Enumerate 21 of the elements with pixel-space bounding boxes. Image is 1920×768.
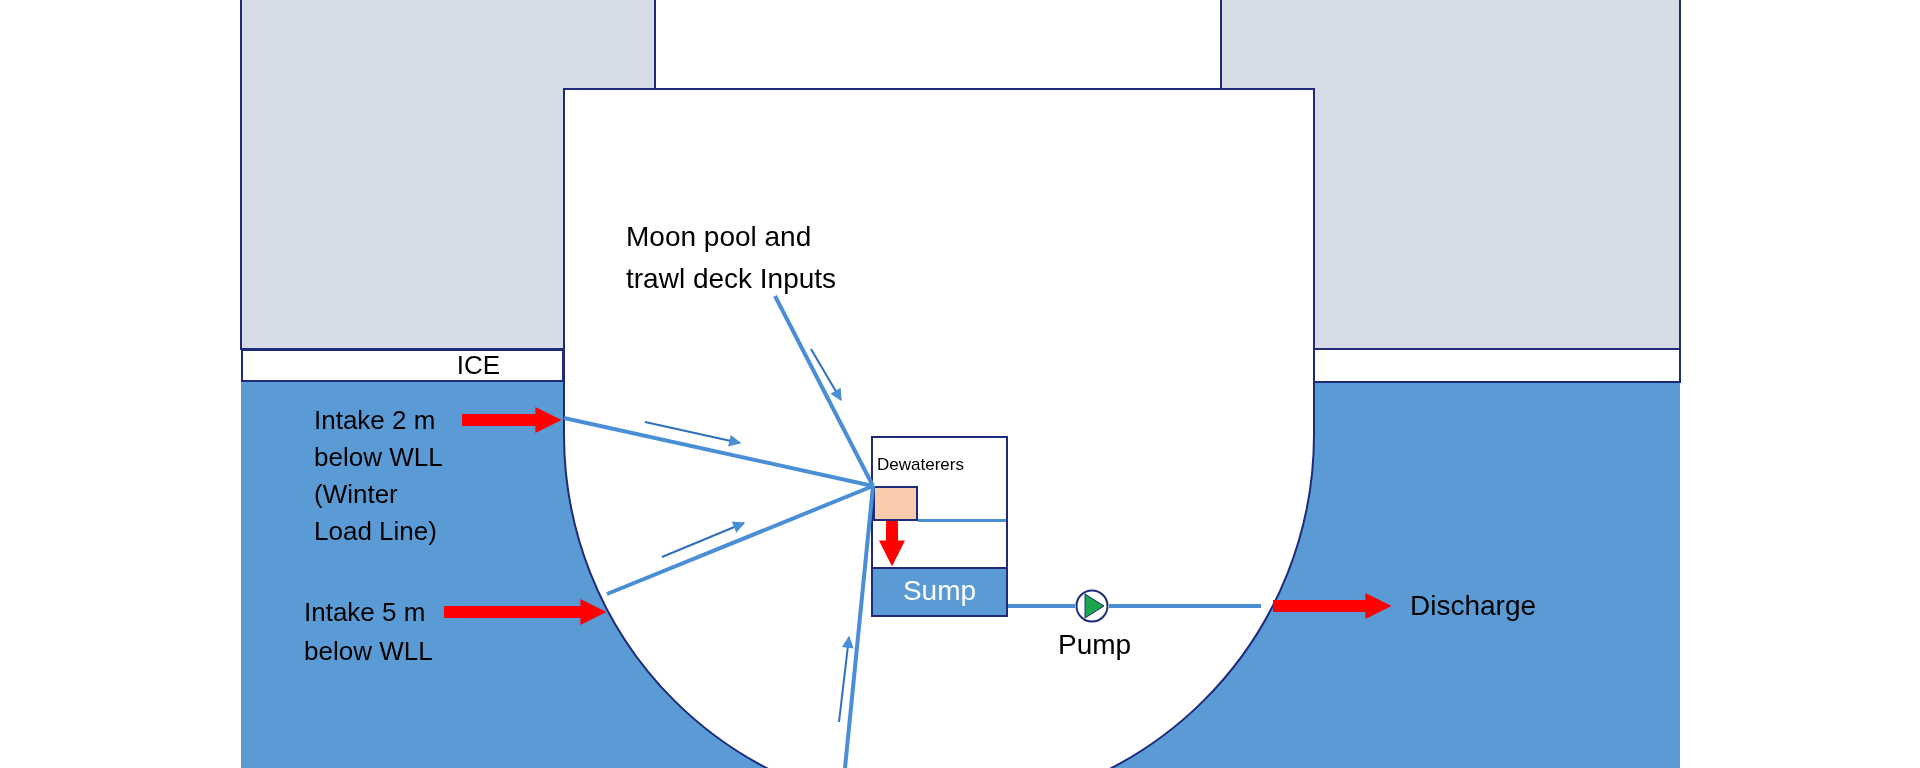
sump-label: Sump <box>902 575 977 606</box>
intake-label: Intake 5 m below WLL <box>304 593 444 669</box>
box-title: Dewaterers <box>877 455 964 474</box>
flow-arrow <box>879 521 905 567</box>
pipe <box>1008 604 1075 608</box>
dewaterer-box <box>871 436 1008 617</box>
pump-label: Pump <box>1058 629 1132 661</box>
flow-arrow <box>444 599 607 625</box>
pipe <box>606 484 874 596</box>
ice-band <box>241 349 564 382</box>
flow-arrow <box>1273 593 1392 619</box>
pipe <box>1109 604 1261 608</box>
ice-label: ICE <box>456 350 500 380</box>
intake-label: Intake 2 m below WLL (Winter Load Line) <box>314 402 462 550</box>
flow-arrow <box>462 407 562 433</box>
discharge-label: Discharge <box>1392 586 1582 626</box>
pipe <box>843 485 875 768</box>
sump-tank <box>871 567 1008 617</box>
input-label: Moon pool and trawl deck Inputs <box>626 216 856 296</box>
pipe <box>773 295 875 487</box>
dewaterer-unit <box>873 486 918 521</box>
